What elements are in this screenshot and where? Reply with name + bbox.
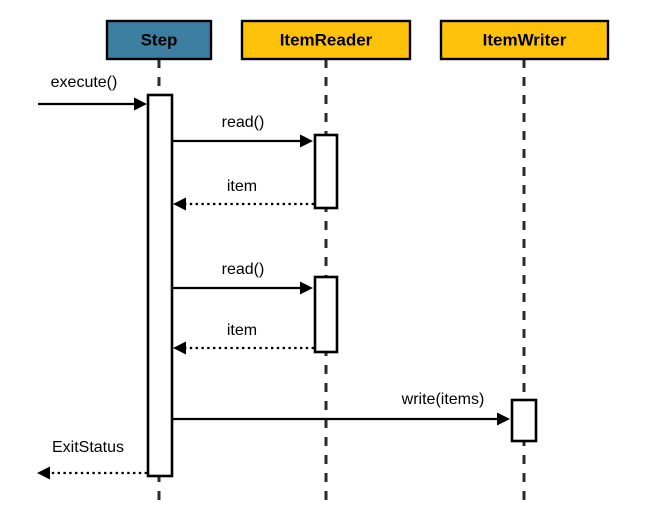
participant-label-itemwriter: ItemWriter [483,30,567,49]
participant-box-itemwriter [439,19,610,61]
activation-rect [313,275,339,354]
message-label: read() [222,114,265,131]
message-msg-exitstatus: ExitStatus [37,439,147,480]
message-msg-execute: execute() [38,74,147,111]
activation-rect [313,133,339,210]
participant-headers-layer: Step ItemReader ItemWriter [105,19,610,61]
participant-box-step [105,19,213,61]
participant-label-step: Step [141,30,178,49]
activation-bar-reader-activation-1 [313,133,339,210]
participant-itemwriter[interactable]: ItemWriter [439,19,610,61]
message-arrowhead [134,97,147,111]
activation-rect [146,93,174,478]
participant-label-itemreader: ItemReader [280,30,373,49]
message-arrowhead [300,281,313,295]
message-label: execute() [51,74,118,91]
message-msg-item-1: item [173,178,314,211]
activation-bar-writer-activation-1 [510,398,538,443]
message-arrowhead [37,466,50,480]
message-label: ExitStatus [52,439,124,456]
message-arrowhead [173,341,186,355]
message-label: item [227,322,257,339]
participant-step[interactable]: Step [105,19,213,61]
message-label: item [227,178,257,195]
lifelines-layer [157,59,526,500]
activation-bar-step-activation [146,93,174,478]
message-msg-item-2: item [173,322,314,355]
message-msg-read-2: read() [173,261,313,295]
activation-bars-layer [146,93,538,478]
message-msg-write-items: write(items) [173,391,510,426]
participant-box-itemreader [240,19,412,61]
message-arrowhead [173,197,186,211]
message-arrowhead [497,412,510,426]
message-arrowhead [300,134,313,148]
message-msg-read-1: read() [173,114,313,148]
messages-layer: execute() read() item read() item write(items… [37,74,510,480]
message-label: write(items) [401,391,485,408]
activation-bar-reader-activation-2 [313,275,339,354]
activation-rect [510,398,538,443]
message-label: read() [222,261,265,278]
participant-itemreader[interactable]: ItemReader [240,19,412,61]
